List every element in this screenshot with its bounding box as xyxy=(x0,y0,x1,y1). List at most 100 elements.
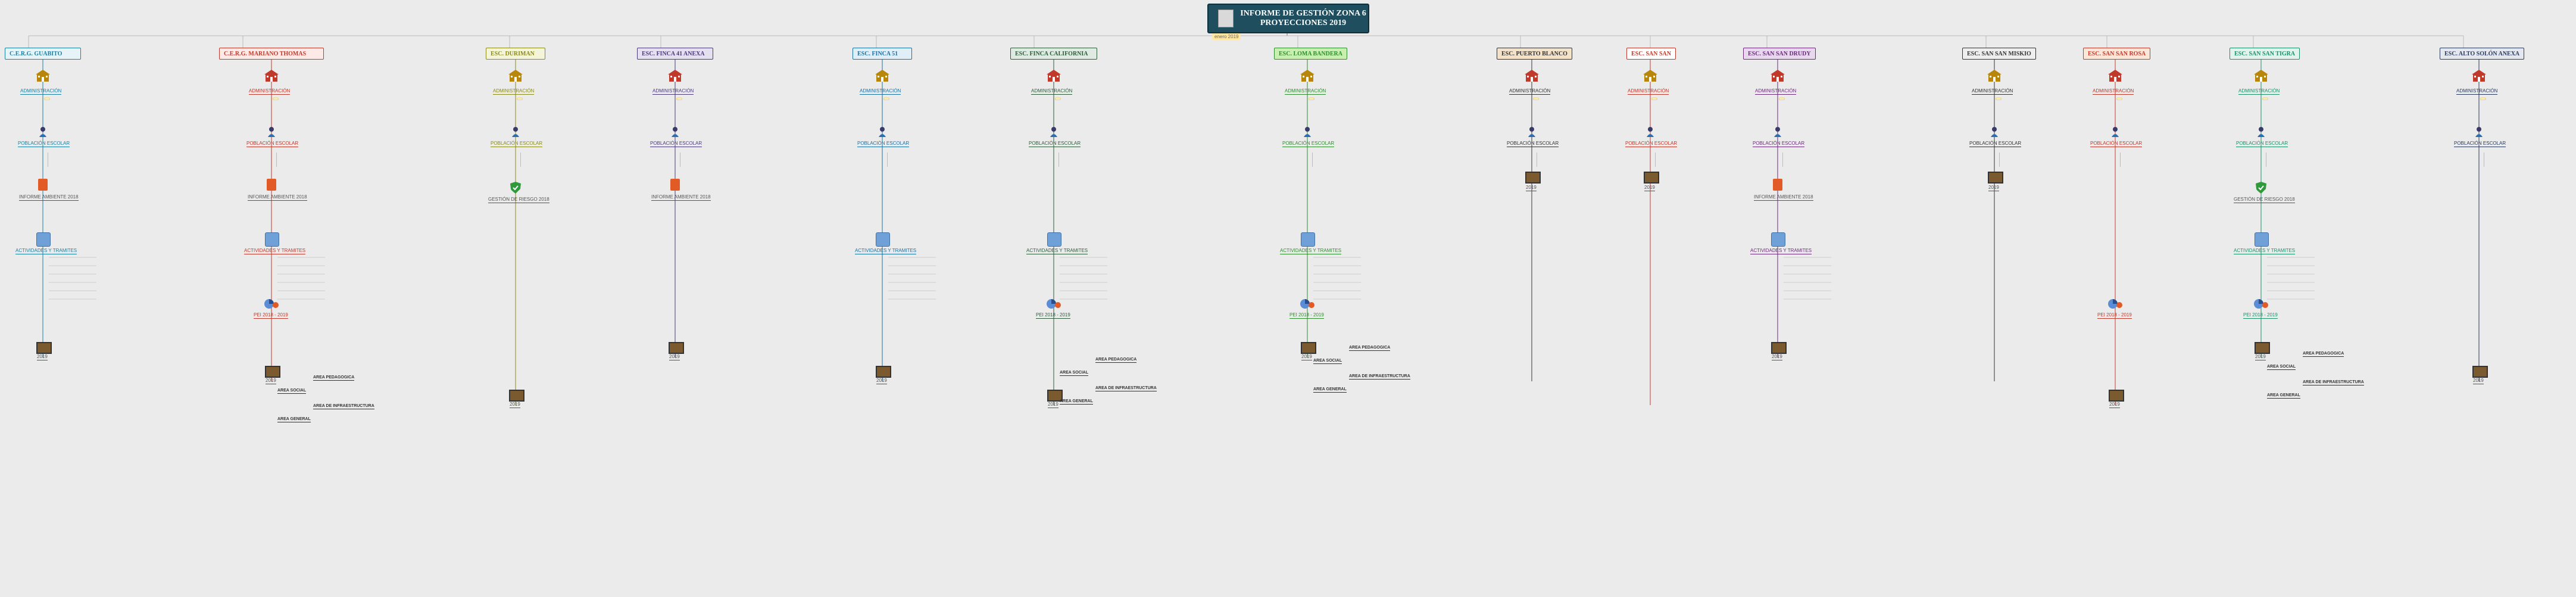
year-label: 2019 xyxy=(669,354,680,360)
wall-icon xyxy=(1988,172,2003,184)
tasks-icon xyxy=(2255,232,2269,247)
admin-note xyxy=(1533,98,1539,100)
area-ped-label: AREA PEDAGOGICA xyxy=(313,375,355,381)
wall-icon xyxy=(2109,390,2124,402)
school-building-icon xyxy=(1643,70,1657,82)
population-label: POBLACIÓN ESCOLAR xyxy=(18,141,70,147)
area-gen-label: AREA GENERAL xyxy=(277,417,311,422)
population-detail xyxy=(2120,153,2156,167)
school-header-11: ESC. SAN SAN ROSA xyxy=(2083,48,2151,60)
school-header-3: ESC. FINCA 41 ANEXA xyxy=(637,48,713,60)
school-building-icon xyxy=(2254,70,2268,82)
area-ped-label: AREA PEDAGOGICA xyxy=(1095,357,1137,363)
school-building-icon xyxy=(1771,70,1785,82)
student-icon xyxy=(879,127,886,137)
population-label: POBLACIÓN ESCOLAR xyxy=(1969,141,2022,147)
administration-label: ADMINISTRACIÓN xyxy=(1509,88,1551,95)
admin-note xyxy=(2116,98,2122,100)
admin-note xyxy=(883,98,889,100)
population-detail xyxy=(1782,153,1819,167)
population-detail xyxy=(1058,153,1095,167)
administration-label: ADMINISTRACIÓN xyxy=(652,88,694,95)
population-detail xyxy=(1537,153,1573,167)
population-label: POBLACIÓN ESCOLAR xyxy=(246,141,299,147)
area-gen-label: AREA GENERAL xyxy=(1060,399,1093,405)
pei-label: PEI 2018 - 2019 xyxy=(2097,312,2132,319)
population-label: POBLACIÓN ESCOLAR xyxy=(650,141,702,147)
school-building-icon xyxy=(1047,70,1061,82)
population-detail xyxy=(1999,153,2035,167)
actividades-label: ACTIVIDADES Y TRAMITES xyxy=(2234,248,2296,254)
actividades-label: ACTIVIDADES Y TRAMITES xyxy=(15,248,77,254)
population-detail xyxy=(2266,153,2302,167)
year-label: 2019 xyxy=(1526,185,1537,191)
area-gen-label: AREA GENERAL xyxy=(2267,393,2300,399)
student-icon xyxy=(1050,127,1057,137)
area-social-label: AREA SOCIAL xyxy=(1060,371,1088,376)
school-building-icon xyxy=(2108,70,2122,82)
student-icon xyxy=(1647,127,1654,137)
wall-icon xyxy=(2472,366,2488,378)
population-label: POBLACIÓN ESCOLAR xyxy=(2236,141,2288,147)
school-header-2: ESC. DURIMAN xyxy=(486,48,545,60)
year-label: 2019 xyxy=(1644,185,1655,191)
population-label: POBLACIÓN ESCOLAR xyxy=(1507,141,1559,147)
informe-label: INFORME AMBIENTE 2018 xyxy=(19,194,79,201)
informe-label: INFORME AMBIENTE 2018 xyxy=(1754,194,1813,201)
tasks-icon xyxy=(1301,232,1315,247)
school-header-1: C.E.R.G. MARIANO THOMAS xyxy=(219,48,324,60)
administration-label: ADMINISTRACIÓN xyxy=(2093,88,2134,95)
administration-label: ADMINISTRACIÓN xyxy=(493,88,535,95)
tasks-icon xyxy=(1047,232,1061,247)
population-label: POBLACIÓN ESCOLAR xyxy=(2090,141,2143,147)
population-detail xyxy=(1655,153,1691,167)
wall-icon xyxy=(669,342,684,354)
area-social-label: AREA SOCIAL xyxy=(1313,359,1342,364)
wall-icon xyxy=(36,342,52,354)
area-ped-label: AREA PEDAGOGICA xyxy=(2303,352,2344,357)
report-icon xyxy=(1218,10,1234,27)
admin-note xyxy=(2480,98,2486,100)
administration-label: ADMINISTRACIÓN xyxy=(1285,88,1326,95)
school-building-icon xyxy=(1300,70,1314,82)
year-label: 2019 xyxy=(1988,185,1999,191)
wall-icon xyxy=(509,390,524,402)
tasks-icon xyxy=(36,232,51,247)
admin-note xyxy=(517,98,523,100)
year-label: 2019 xyxy=(2109,402,2120,408)
population-label: POBLACIÓN ESCOLAR xyxy=(2454,141,2506,147)
wall-icon xyxy=(265,366,280,378)
area-social-label: AREA SOCIAL xyxy=(277,388,306,394)
school-header-0: C.E.R.G. GUABITO xyxy=(5,48,81,60)
pei-label: PEI 2018 - 2019 xyxy=(254,312,288,319)
book-icon xyxy=(38,179,48,191)
student-icon xyxy=(39,127,46,137)
admin-note xyxy=(1996,98,2002,100)
pie-chart-icon xyxy=(1047,299,1061,309)
population-label: POBLACIÓN ESCOLAR xyxy=(1625,141,1678,147)
school-building-icon xyxy=(36,70,50,82)
pie-chart-icon xyxy=(264,299,279,309)
school-header-8: ESC. SAN SAN xyxy=(1626,48,1676,60)
year-label: 2019 xyxy=(1301,354,1312,360)
school-header-13: ESC. ALTO SOLÓN ANEXA xyxy=(2440,48,2525,60)
pie-chart-icon xyxy=(1300,299,1314,309)
informe-label: INFORME AMBIENTE 2018 xyxy=(651,194,711,201)
pei-label: PEI 2018 - 2019 xyxy=(1289,312,1324,319)
year-label: 2019 xyxy=(2255,354,2266,360)
area-gen-label: AREA GENERAL xyxy=(1313,387,1347,393)
school-building-icon xyxy=(508,70,523,82)
area-inf-label: AREA DE INFRAESTRUCTURA xyxy=(1349,374,1410,380)
actividades-label: ACTIVIDADES Y TRAMITES xyxy=(1280,248,1342,254)
pie-chart-icon xyxy=(2254,299,2268,309)
population-label: POBLACIÓN ESCOLAR xyxy=(1753,141,1805,147)
date-badge: enero 2019 xyxy=(1212,33,1241,40)
admin-note xyxy=(1779,98,1785,100)
administration-label: ADMINISTRACIÓN xyxy=(1628,88,1669,95)
book-icon xyxy=(670,179,680,191)
year-label: 2019 xyxy=(37,354,48,360)
school-header-5: ESC. FINCA CALIFORNIA xyxy=(1010,48,1097,60)
student-icon xyxy=(1991,127,1998,137)
student-icon xyxy=(1774,127,1781,137)
book-icon xyxy=(1773,179,1782,191)
